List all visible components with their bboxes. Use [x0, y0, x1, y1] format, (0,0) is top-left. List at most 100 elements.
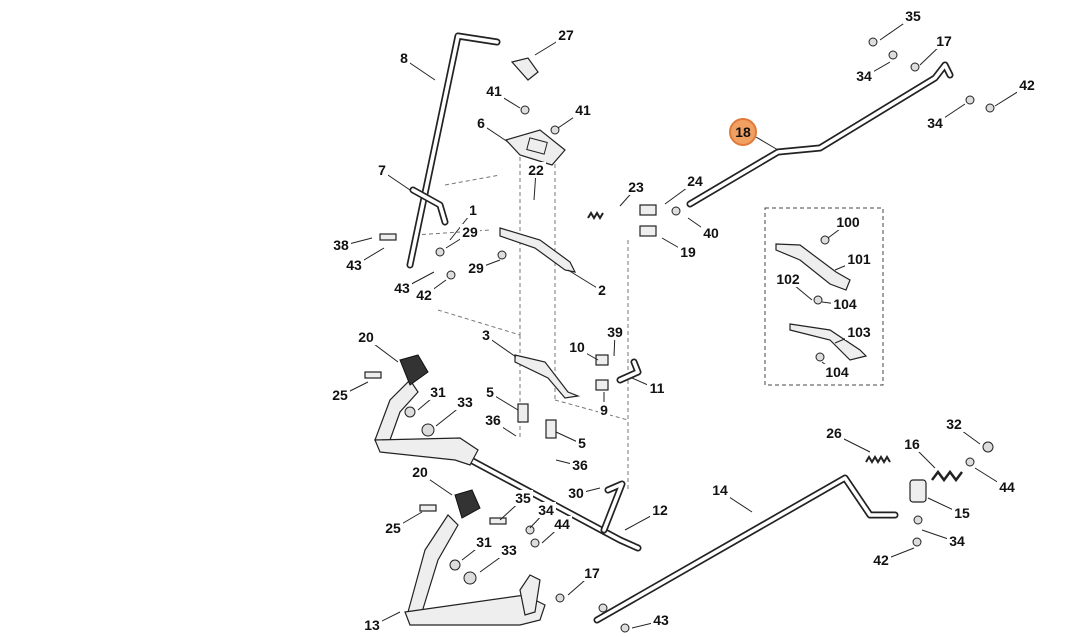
callout-17[interactable]: 17: [567, 565, 602, 596]
callout-label-background: [824, 425, 844, 441]
callout-103[interactable]: 103: [834, 324, 873, 344]
callout-label-background: [513, 490, 533, 506]
callout-35[interactable]: 35: [879, 8, 923, 41]
callout-104[interactable]: 104: [821, 296, 859, 312]
callout-25[interactable]: 25: [383, 511, 423, 536]
callout-10[interactable]: 10: [567, 339, 599, 361]
callout-29[interactable]: 29: [445, 224, 480, 249]
callout-number: 35: [515, 490, 531, 506]
callout-31[interactable]: 31: [461, 534, 494, 561]
callout-number: 29: [462, 224, 478, 240]
callout-label-background: [831, 296, 859, 312]
callout-number: 27: [558, 27, 574, 43]
callout-3[interactable]: 3: [480, 327, 517, 358]
callout-number: 102: [776, 271, 800, 287]
callout-5[interactable]: 5: [484, 384, 519, 411]
callout-label-background: [626, 179, 646, 195]
callout-42[interactable]: 42: [994, 77, 1037, 107]
callout-34[interactable]: 34: [921, 529, 967, 549]
highlighted-callout-18[interactable]: 18: [729, 118, 779, 151]
callout-19[interactable]: 19: [661, 237, 698, 260]
plate-window: [526, 137, 548, 155]
callout-number: 103: [847, 324, 871, 340]
callout-24[interactable]: 24: [664, 173, 705, 205]
callout-16[interactable]: 16: [902, 436, 936, 469]
callout-label-background: [650, 502, 670, 518]
callout-33[interactable]: 33: [479, 542, 519, 573]
callout-20[interactable]: 20: [410, 464, 453, 496]
callout-label-background: [392, 280, 412, 296]
callout-number: 5: [578, 435, 586, 451]
callout-number: 43: [346, 257, 362, 273]
callout-36[interactable]: 36: [555, 457, 590, 473]
callout-100[interactable]: 100: [827, 214, 862, 239]
spring-part-23: [587, 211, 604, 220]
bushing-part-15: [909, 479, 927, 503]
callout-44[interactable]: 44: [974, 467, 1017, 495]
callout-34[interactable]: 34: [529, 502, 556, 529]
callout-6[interactable]: 6: [475, 115, 509, 143]
callout-7[interactable]: 7: [376, 162, 411, 191]
callout-44[interactable]: 44: [541, 516, 572, 544]
callout-label-background: [567, 339, 587, 355]
callout-8[interactable]: 8: [398, 50, 436, 81]
callout-label-background: [331, 237, 351, 253]
callout-number: 1: [469, 202, 477, 218]
callout-number: 25: [332, 387, 348, 403]
callout-36[interactable]: 36: [483, 412, 517, 437]
callout-label-background: [854, 68, 874, 84]
callout-number: 19: [680, 244, 696, 260]
callout-23[interactable]: 23: [619, 179, 646, 207]
callout-label-background: [1017, 77, 1037, 93]
callout-33[interactable]: 33: [435, 394, 475, 427]
callout-27[interactable]: 27: [534, 27, 576, 56]
callout-number: 34: [856, 68, 872, 84]
callout-25[interactable]: 25: [330, 381, 369, 403]
callout-label-background: [596, 282, 608, 298]
callout-17[interactable]: 17: [919, 33, 954, 66]
callout-41[interactable]: 41: [557, 102, 593, 129]
callout-12[interactable]: 12: [624, 502, 670, 531]
callout-label-background: [483, 412, 503, 428]
callout-number: 33: [457, 394, 473, 410]
callout-31[interactable]: 31: [417, 384, 448, 411]
callout-14[interactable]: 14: [710, 482, 753, 513]
callout-43[interactable]: 43: [392, 271, 435, 296]
callout-2[interactable]: 2: [567, 269, 608, 298]
callout-43[interactable]: 43: [344, 247, 385, 273]
callout-42[interactable]: 42: [414, 279, 447, 303]
callout-13[interactable]: 13: [362, 611, 401, 633]
callout-34[interactable]: 34: [854, 61, 891, 84]
callout-43[interactable]: 43: [631, 612, 671, 629]
callout-11[interactable]: 11: [631, 377, 667, 396]
callout-26[interactable]: 26: [824, 425, 871, 453]
callout-number: 15: [954, 505, 970, 521]
fasteners: [364, 37, 995, 633]
callout-104[interactable]: 104: [821, 361, 851, 380]
callout-38[interactable]: 38: [331, 237, 373, 253]
callout-30[interactable]: 30: [566, 485, 601, 501]
callout-label-background: [414, 287, 434, 303]
pedal-assembly-upper: [374, 354, 479, 466]
callout-15[interactable]: 15: [927, 497, 972, 521]
callout-9[interactable]: 9: [598, 392, 610, 418]
bracket-part-101: [789, 323, 868, 361]
callout-102[interactable]: 102: [774, 271, 813, 301]
callout-22[interactable]: 22: [526, 162, 546, 201]
callout-20[interactable]: 20: [356, 329, 399, 363]
callout-label-background: [480, 327, 492, 343]
callout-35[interactable]: 35: [499, 490, 533, 521]
callout-label-background: [455, 394, 475, 410]
callout-label-background: [484, 83, 504, 99]
callout-5[interactable]: 5: [555, 431, 588, 451]
callout-32[interactable]: 32: [944, 416, 981, 445]
callout-34[interactable]: 34: [925, 103, 966, 131]
callout-number: 5: [486, 384, 494, 400]
callout-39[interactable]: 39: [605, 324, 625, 357]
callout-40[interactable]: 40: [687, 217, 721, 241]
callout-42[interactable]: 42: [871, 547, 915, 568]
callout-101[interactable]: 101: [834, 251, 873, 271]
callout-41[interactable]: 41: [484, 83, 521, 109]
callout-29[interactable]: 29: [466, 259, 501, 276]
